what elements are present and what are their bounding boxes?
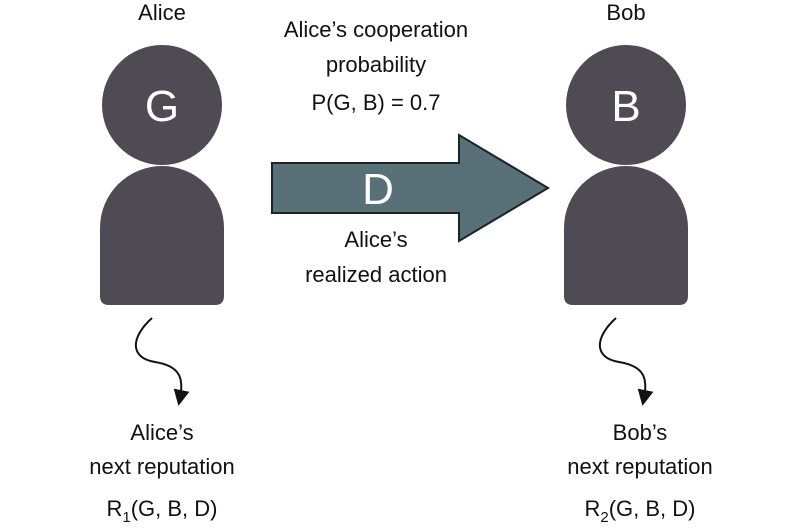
cooperation-line1: Alice’s cooperation (284, 17, 468, 42)
bob-reputation-arrow-icon (598, 317, 654, 406)
bob-next-reputation-formula: R2(G, B, D) (584, 496, 695, 526)
alice-next-reputation-formula: R1(G, B, D) (106, 496, 217, 526)
bob-caption-line2: next reputation (567, 454, 713, 479)
action-arrow-shape (271, 133, 550, 243)
bob-head (566, 45, 686, 165)
bob-formula-subscript: 2 (600, 509, 608, 526)
alice-reputation-letter: G (145, 82, 179, 131)
alice-formula-args: (G, B, D) (131, 496, 218, 521)
action-letter: D (362, 165, 394, 214)
alice-head (102, 45, 222, 165)
alice-caption-line1: Alice’s (130, 420, 193, 445)
alice-formula-subscript: 1 (122, 509, 130, 526)
bob-reputation-letter: B (611, 82, 640, 131)
cooperation-line2: probability (326, 52, 426, 77)
bob-caption-line1: Bob’s (613, 420, 668, 445)
alice-caption-line2: next reputation (89, 454, 235, 479)
alice-body (100, 166, 224, 305)
bob-formula-args: (G, B, D) (609, 496, 696, 521)
cooperation-probability-label: Alice’s cooperation probability P(G, B) … (284, 17, 468, 115)
bob-body (564, 166, 688, 305)
bob-figure: Bob B Bob’s next reputation R2(G, B, D) (564, 0, 713, 526)
alice-figure: Alice G Alice’s next reputation R1(G, B,… (89, 0, 235, 526)
action-arrow: D Alice’s realized action (271, 133, 550, 287)
alice-name-label: Alice (138, 0, 186, 25)
bob-name-label: Bob (606, 0, 645, 25)
alice-reputation-arrow-icon (134, 317, 190, 406)
cooperation-probability-value: P(G, B) = 0.7 (312, 90, 441, 115)
action-caption-line1: Alice’s (344, 227, 407, 252)
bob-formula-prefix: R (584, 496, 600, 521)
action-caption-line2: realized action (305, 262, 447, 287)
alice-formula-prefix: R (106, 496, 122, 521)
